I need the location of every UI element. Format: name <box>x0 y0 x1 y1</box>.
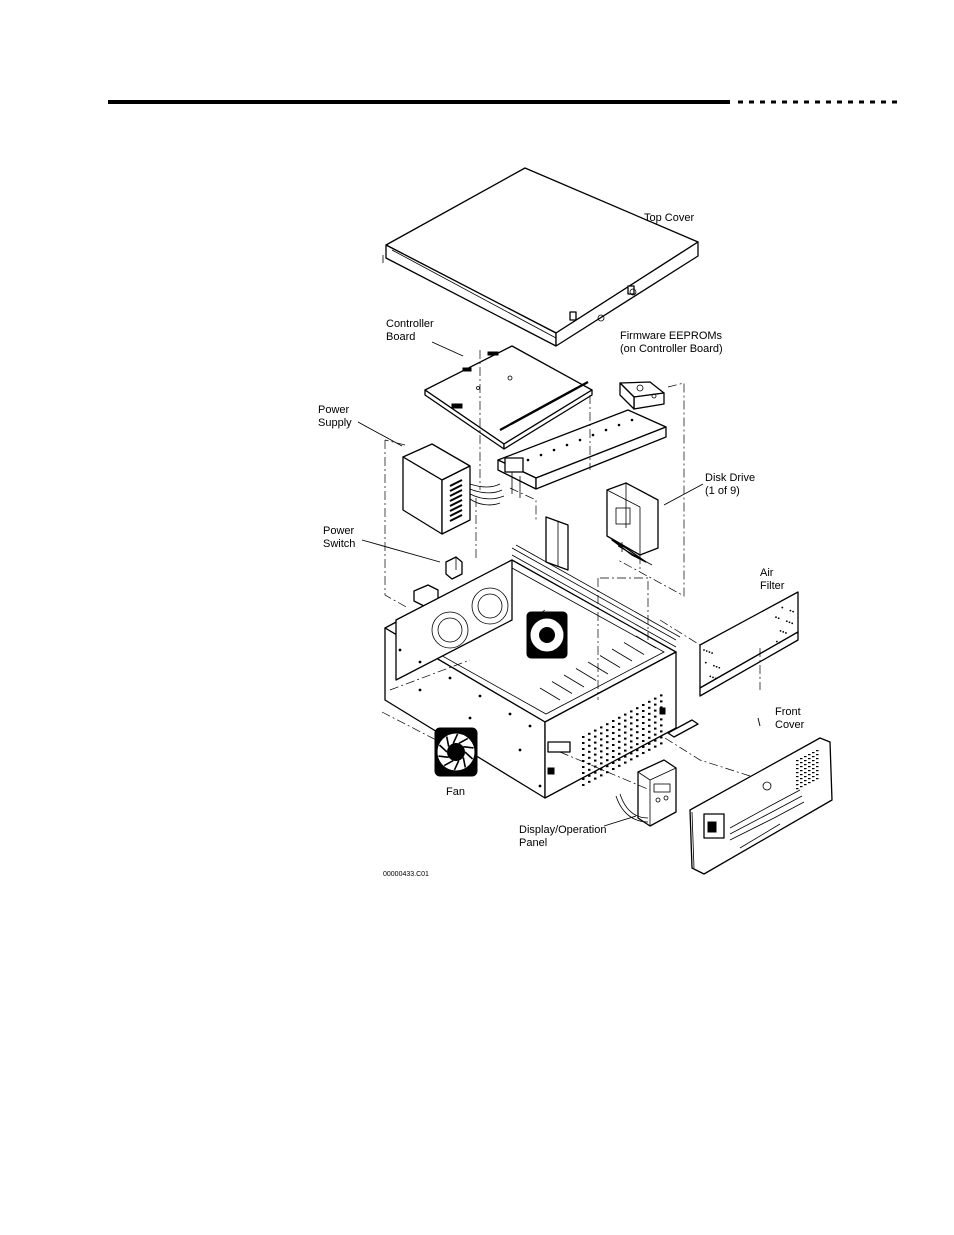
disk-drive <box>606 482 659 566</box>
leader-lines <box>357 341 761 827</box>
label-power-supply-2: Supply <box>318 417 352 429</box>
power-supply <box>402 443 505 535</box>
rear-fan <box>434 727 478 777</box>
header-rule <box>108 100 900 104</box>
label-disk-drive: Disk Drive <box>705 472 755 484</box>
label-fan: Fan <box>446 786 465 798</box>
controller-board <box>424 345 593 450</box>
label-controller-board-2: Board <box>386 331 415 343</box>
top-cover <box>382 167 699 347</box>
chassis <box>384 544 681 799</box>
drive-rail-assembly <box>497 381 667 498</box>
label-front-cover-2: Cover <box>775 719 805 731</box>
label-top-cover: Top Cover <box>644 212 694 224</box>
label-disk-drive-2: (1 of 9) <box>705 485 740 497</box>
air-filter <box>699 591 799 697</box>
label-display-operation-panel: Display/Operation <box>519 824 606 836</box>
label-front-cover: Front <box>775 706 801 718</box>
figure-code: 00000433.C01 <box>383 871 429 878</box>
label-power-switch-2: Switch <box>323 538 355 550</box>
display-operation-panel <box>615 759 677 827</box>
label-firmware-eeproms-2: (on Controller Board) <box>620 343 723 355</box>
callout-labels: Top Cover Controller Board Firmware EEPR… <box>318 212 805 878</box>
label-power-supply: Power <box>318 404 350 416</box>
front-cover <box>689 737 833 875</box>
label-display-operation-panel-2: Panel <box>519 837 547 849</box>
label-air-filter: Air <box>760 567 774 579</box>
label-power-switch: Power <box>323 525 355 537</box>
latch-part <box>667 719 699 738</box>
alignment-lines <box>381 350 761 791</box>
drive-bracket <box>545 516 569 571</box>
label-air-filter-2: Filter <box>760 580 785 592</box>
label-firmware-eeproms: Firmware EEPROMs <box>620 330 723 342</box>
label-controller-board: Controller <box>386 318 434 330</box>
